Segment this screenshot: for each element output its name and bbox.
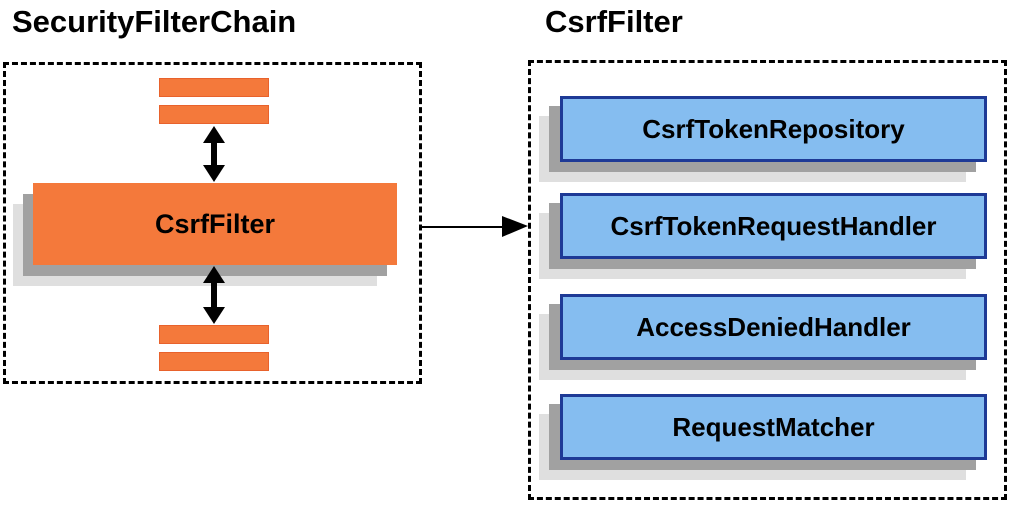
arrow-right-head	[502, 216, 528, 237]
component-box-access-denied-handler: AccessDeniedHandler	[560, 294, 987, 360]
arrow-shaft	[211, 283, 217, 307]
filter-bar	[159, 78, 269, 97]
csrf-filter-group	[528, 60, 1007, 500]
filter-bar	[159, 105, 269, 124]
security-filter-chain-title: SecurityFilterChain	[12, 4, 297, 39]
double-arrow-icon	[203, 266, 225, 324]
component-box-request-matcher: RequestMatcher	[560, 394, 987, 460]
filter-bar	[159, 352, 269, 371]
arrow-shaft	[211, 143, 217, 165]
csrf-filter-box: CsrfFilter	[33, 183, 397, 265]
component-box-csrf-token-request-handler: CsrfTokenRequestHandler	[560, 193, 987, 259]
csrf-filter-title: CsrfFilter	[545, 4, 683, 39]
component-box-csrf-token-repository: CsrfTokenRepository	[560, 96, 987, 162]
arrow-down-head	[203, 307, 225, 324]
double-arrow-icon	[203, 126, 225, 182]
arrow-up-head	[203, 126, 225, 143]
right-arrow-icon	[422, 216, 528, 237]
filter-bar	[159, 325, 269, 344]
arrow-down-head	[203, 165, 225, 182]
arrow-up-head	[203, 266, 225, 283]
arrow-shaft	[422, 226, 504, 228]
security-filter-chain-group	[3, 62, 422, 384]
